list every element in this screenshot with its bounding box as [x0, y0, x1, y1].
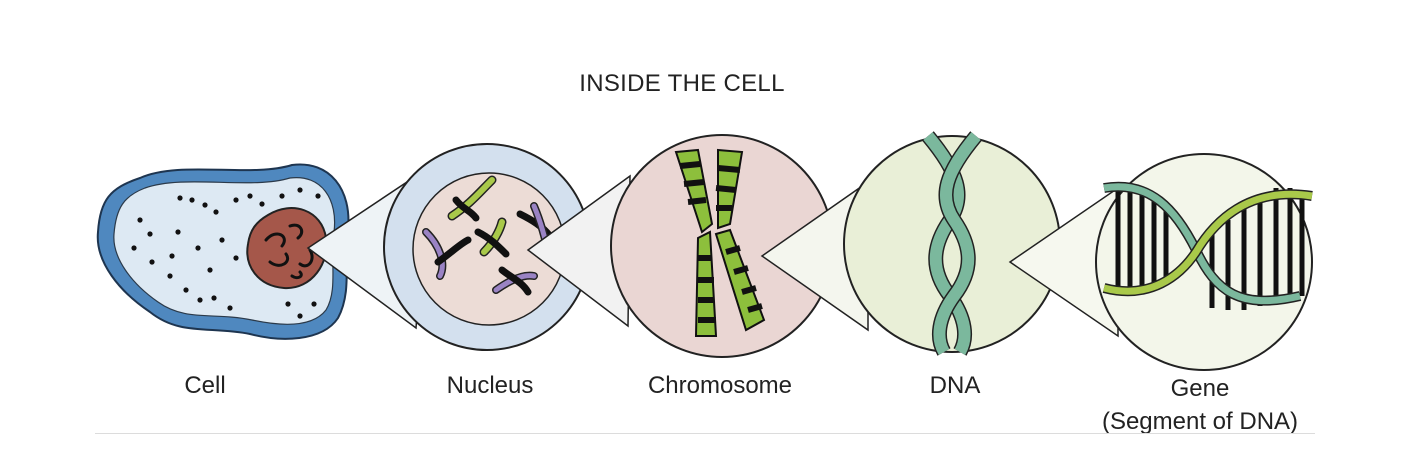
granule-dot — [233, 197, 239, 203]
granule-dot — [167, 273, 173, 279]
label-gene-line1: Gene — [1170, 375, 1230, 402]
chromosome-body — [674, 148, 766, 337]
granule-dot — [233, 255, 239, 261]
right-crop-mask — [1313, 0, 1426, 454]
label-gene: Gene (Segment of DNA) — [1090, 372, 1310, 438]
granule-dot — [177, 195, 183, 201]
dna-double-helix — [922, 131, 982, 356]
bottom-rule — [95, 433, 1315, 434]
granule-dot — [207, 267, 213, 273]
label-chromosome: Chromosome — [647, 372, 793, 399]
granule-dot — [315, 193, 321, 199]
chromosome-illustration — [610, 134, 834, 358]
granule-dot — [169, 253, 175, 259]
label-cell: Cell — [184, 372, 226, 399]
granule-dot — [197, 297, 203, 303]
cell-illustration — [96, 163, 350, 340]
granule-dot — [297, 187, 303, 193]
granule-dot — [183, 287, 189, 293]
granule-dot — [131, 245, 137, 251]
cell-nucleus — [246, 207, 328, 290]
cytoplasm-granules — [131, 187, 321, 319]
granule-dot — [211, 295, 217, 301]
label-nucleus: Nucleus — [446, 372, 534, 399]
diagram-title: INSIDE THE CELL — [579, 70, 785, 97]
nucleus-illustration — [383, 143, 591, 351]
granule-dot — [213, 209, 219, 215]
granule-dot — [175, 229, 181, 235]
granule-dot — [219, 237, 225, 243]
granule-dot — [189, 197, 195, 203]
granule-dot — [202, 202, 208, 208]
granule-dot — [259, 201, 265, 207]
granule-dot — [279, 193, 285, 199]
gene-illustration — [1095, 153, 1313, 371]
dna-illustration — [843, 131, 1061, 356]
granule-dot — [285, 301, 291, 307]
granule-dot — [137, 217, 143, 223]
granule-dot — [149, 259, 155, 265]
chromosome-bands — [679, 161, 763, 323]
gene-helix-strands — [1102, 181, 1313, 306]
granule-dot — [147, 231, 153, 237]
granule-dot — [297, 313, 303, 319]
granule-dot — [311, 301, 317, 307]
label-gene-line2: (Segment of DNA) — [1101, 408, 1299, 435]
granule-dot — [195, 245, 201, 251]
granule-dot — [227, 305, 233, 311]
nucleus-chromosomes — [422, 175, 554, 296]
chromatin — [264, 223, 314, 280]
granule-dot — [247, 193, 253, 199]
label-dna: DNA — [929, 372, 981, 399]
